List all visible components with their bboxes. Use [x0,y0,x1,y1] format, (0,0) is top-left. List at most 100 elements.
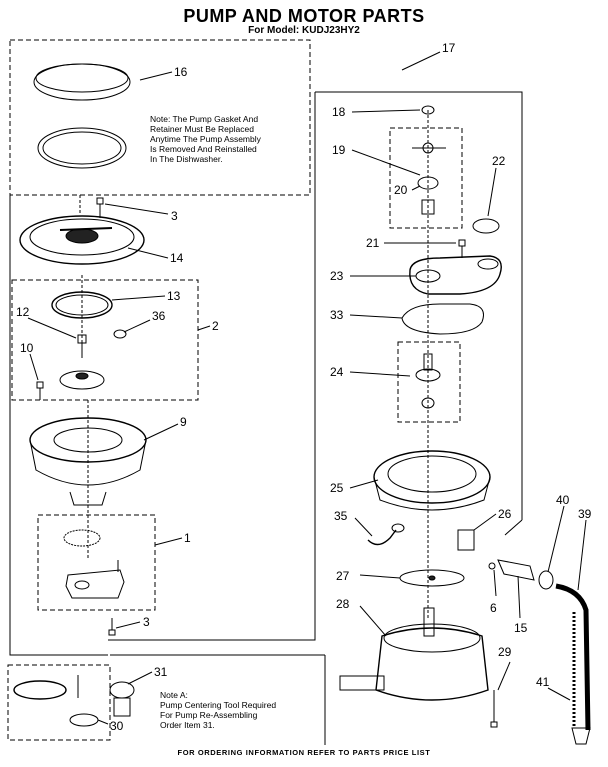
part-30-ring [13,680,67,700]
part-24-impeller [415,368,441,382]
part-1-bracket [65,569,125,599]
part-23-pump-plate [409,255,502,295]
part-27-slinger-hole [428,575,436,581]
leader-36 [123,319,151,333]
part-39-hose [555,583,591,731]
leader-35 [354,517,373,537]
part-26-bracket [457,529,475,551]
group-box-2 [11,279,199,401]
leader-16 [139,71,173,81]
part-16-gasket-inner [42,131,122,165]
callout-16: 16 [174,65,188,79]
leader-17 [401,51,441,71]
part-9-housing-inner [53,427,123,453]
note-a: Note A: Pump Centering Tool Required For… [160,690,276,730]
leader-26 [473,513,497,531]
part-10-screw-head [36,381,44,389]
callout-20: 20 [394,183,408,197]
group-box-16 [9,39,311,196]
leader-14 [127,247,169,259]
callout-28: 28 [336,597,350,611]
leader-3b [115,621,141,629]
leader-33 [349,314,403,319]
part-1-screen [63,529,101,547]
part-31-tool-head [109,681,135,699]
callout-15: 15 [514,621,528,635]
leader-1 [154,537,183,546]
part-30-seal [69,713,99,727]
leader-28 [359,605,387,637]
part-6-washer [488,562,496,570]
leader-6 [493,569,497,597]
part-36-nut [113,329,127,339]
part-impeller-hub [75,372,89,380]
left-frame-line [9,195,108,656]
part-25-pump-base [373,450,491,504]
part-22-o-ring [472,218,500,234]
note-line: Anytime The Pump Assembly [150,134,261,144]
part-20-bushing [421,199,435,215]
model-subtitle: For Model: KUDJ23HY2 [248,25,360,36]
part-28-motor-connector [339,675,385,691]
leader-20 [411,185,421,191]
callout-25: 25 [330,481,344,495]
callout-19: 19 [332,143,346,157]
leader-27 [359,574,401,579]
part-33-gasket [401,303,484,335]
part-28-motor-shaft [423,607,435,637]
leader-25 [349,479,379,489]
part-25-base-body [373,476,491,511]
part-25-base-inner [387,455,477,493]
leader-2 [197,325,211,331]
note-line: Note: The Pump Gasket And [150,114,259,124]
part-24-seal [421,397,435,409]
part-35-elbow [367,529,397,546]
part-1-bracket-hole [74,580,90,590]
leader-31 [127,671,153,685]
part-16-gasket-outer [37,127,127,169]
leader-12 [27,317,77,339]
callout-17: 17 [442,41,456,55]
callout-6: 6 [490,601,497,615]
part-15-check-valve [497,559,535,581]
pump-gasket-note: Note: The Pump Gasket And Retainer Must … [150,114,261,164]
callout-2: 2 [212,319,219,333]
part-14-pump-cover-rim [29,218,135,256]
part-13-ring-outer [51,291,113,319]
leader-24 [349,371,411,377]
callout-14: 14 [170,251,184,265]
leader-15 [517,575,521,619]
leader-19 [351,149,421,176]
group-box-24 [397,341,461,423]
part-20-seal [417,176,439,190]
note-line: In The Dishwasher. [150,154,223,164]
part-31-tool-body [113,697,131,717]
callout-3a: 3 [171,209,178,223]
part-41-hose-end [571,727,591,745]
callout-21: 21 [366,236,380,250]
callout-40: 40 [556,493,570,507]
callout-29: 29 [498,645,512,659]
callout-41: 41 [536,675,550,689]
note-line: Pump Centering Tool Required [160,700,277,710]
callout-33: 33 [330,308,344,322]
callout-1: 1 [184,531,191,545]
part-13-ring-inner [55,294,109,316]
callout-36: 36 [152,309,166,323]
callout-31: 31 [154,665,168,679]
leader-39 [577,519,587,591]
part-14-pump-cover-hub [65,228,99,244]
leader-13 [111,295,166,301]
part-9-housing-body [29,439,147,486]
part-35-elbow-end [391,523,405,533]
callout-9: 9 [180,415,187,429]
callout-26: 26 [498,507,512,521]
part-9-housing-outlet [69,491,107,506]
group-box-30 [7,664,111,741]
part-23-plate-port [477,258,499,270]
callout-10: 10 [20,341,34,355]
part-18-nut [421,105,435,115]
note-line: Order Item 31. [160,720,215,730]
